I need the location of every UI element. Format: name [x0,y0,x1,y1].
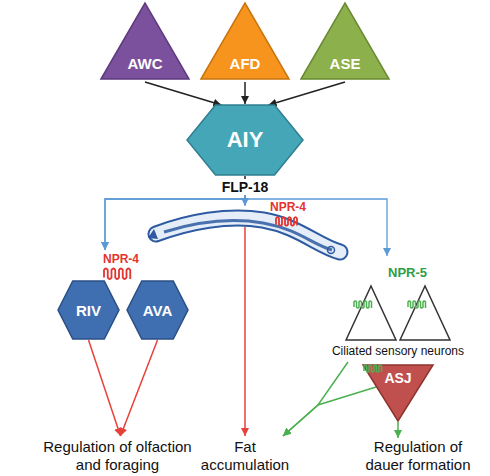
node-text: AWC [100,55,190,72]
receptor-name: NPR-5 [388,265,427,280]
sensory-neuron-group: Ciliated sensory neurons [318,282,478,362]
connector-arrow [121,340,158,436]
node-text: ASJ [362,370,434,386]
node-text: Fat accumulation [195,438,295,474]
connector-arrow [283,387,376,436]
worm-illustration: NPR-4 [148,200,348,268]
node-text: Ciliated sensory neurons [318,344,478,358]
node-text: Regulation of dauer formation [358,438,478,474]
connector-arrow [145,82,221,105]
node-text: AIY [186,128,304,152]
connector-arrow [397,422,399,438]
neuron-triangle: AWC [100,2,190,80]
outcome-text: Regulation of olfaction and foraging [30,438,205,476]
node-text: RIV [57,302,120,319]
interneuron-hexagon: RIV [57,280,120,340]
neuron-triangle: ASJ [362,364,434,422]
connector-arrow [269,82,345,105]
node-text: NPR-4 [270,200,306,214]
node-text: Regulation of olfaction and foraging [30,438,205,474]
connector-arrow [244,227,246,436]
neuron-triangle: ASE [300,2,390,80]
connector-arrow [244,82,246,104]
node-text: AFD [200,55,290,72]
outcome-text: Fat accumulation [195,438,295,476]
connector-arrow [89,340,121,436]
worm-illustration-outline [148,200,348,268]
node-text: AVA [126,302,189,319]
neuron-triangle: AFD [200,2,290,80]
peptide-label: FLP-18 [215,179,275,195]
node-text: FLP-18 [215,179,275,195]
receptor-symbol [104,269,130,280]
outcome-text: Regulation of dauer formation [358,438,478,476]
node-text: ASE [300,55,390,72]
interneuron-hexagon: AVA [126,280,189,340]
interneuron-hexagon: AIY [186,104,304,176]
receptor-name: NPR-4 [103,252,139,266]
